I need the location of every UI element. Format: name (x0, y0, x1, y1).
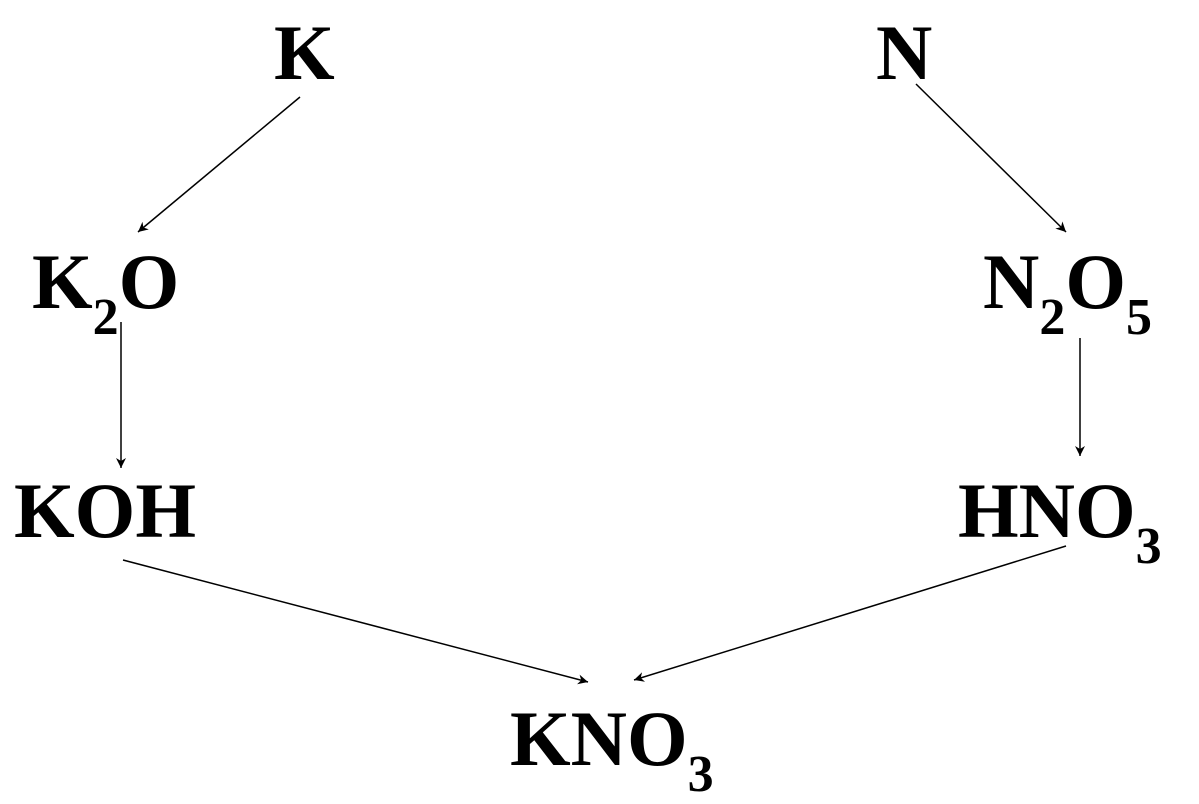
arrow-koh-to-kno3 (122, 559, 589, 685)
formula-text: O (1065, 238, 1127, 325)
formula-subscript: 2 (1039, 289, 1066, 346)
node-potassium: K (274, 14, 335, 92)
formula-text: N (983, 238, 1040, 325)
node-nitric-acid: HNO3 (958, 472, 1162, 573)
formula-subscript: 5 (1126, 289, 1153, 346)
formula-text: KOH (14, 467, 197, 554)
formula-text: K (32, 238, 93, 325)
node-potassium-oxide: K2O (32, 243, 179, 344)
formula-text: KNO (510, 695, 688, 782)
node-potassium-hydroxide: KOH (14, 472, 196, 550)
arrow-hno3-to-kno3 (633, 545, 1067, 682)
node-nitrogen: N (876, 14, 932, 92)
node-potassium-nitrate: KNO3 (510, 700, 714, 801)
arrow-n-to-n2o5 (915, 83, 1067, 233)
formula-text: K (274, 9, 335, 96)
formula-text: HNO (958, 467, 1136, 554)
formula-text: O (118, 238, 180, 325)
node-dinitrogen-pentoxide: N2O5 (983, 243, 1152, 344)
formula-subscript: 3 (1135, 518, 1162, 575)
formula-text: N (876, 9, 933, 96)
formula-subscript: 2 (92, 289, 119, 346)
arrow-k-to-k2o (137, 96, 301, 233)
formula-subscript: 3 (687, 746, 714, 803)
